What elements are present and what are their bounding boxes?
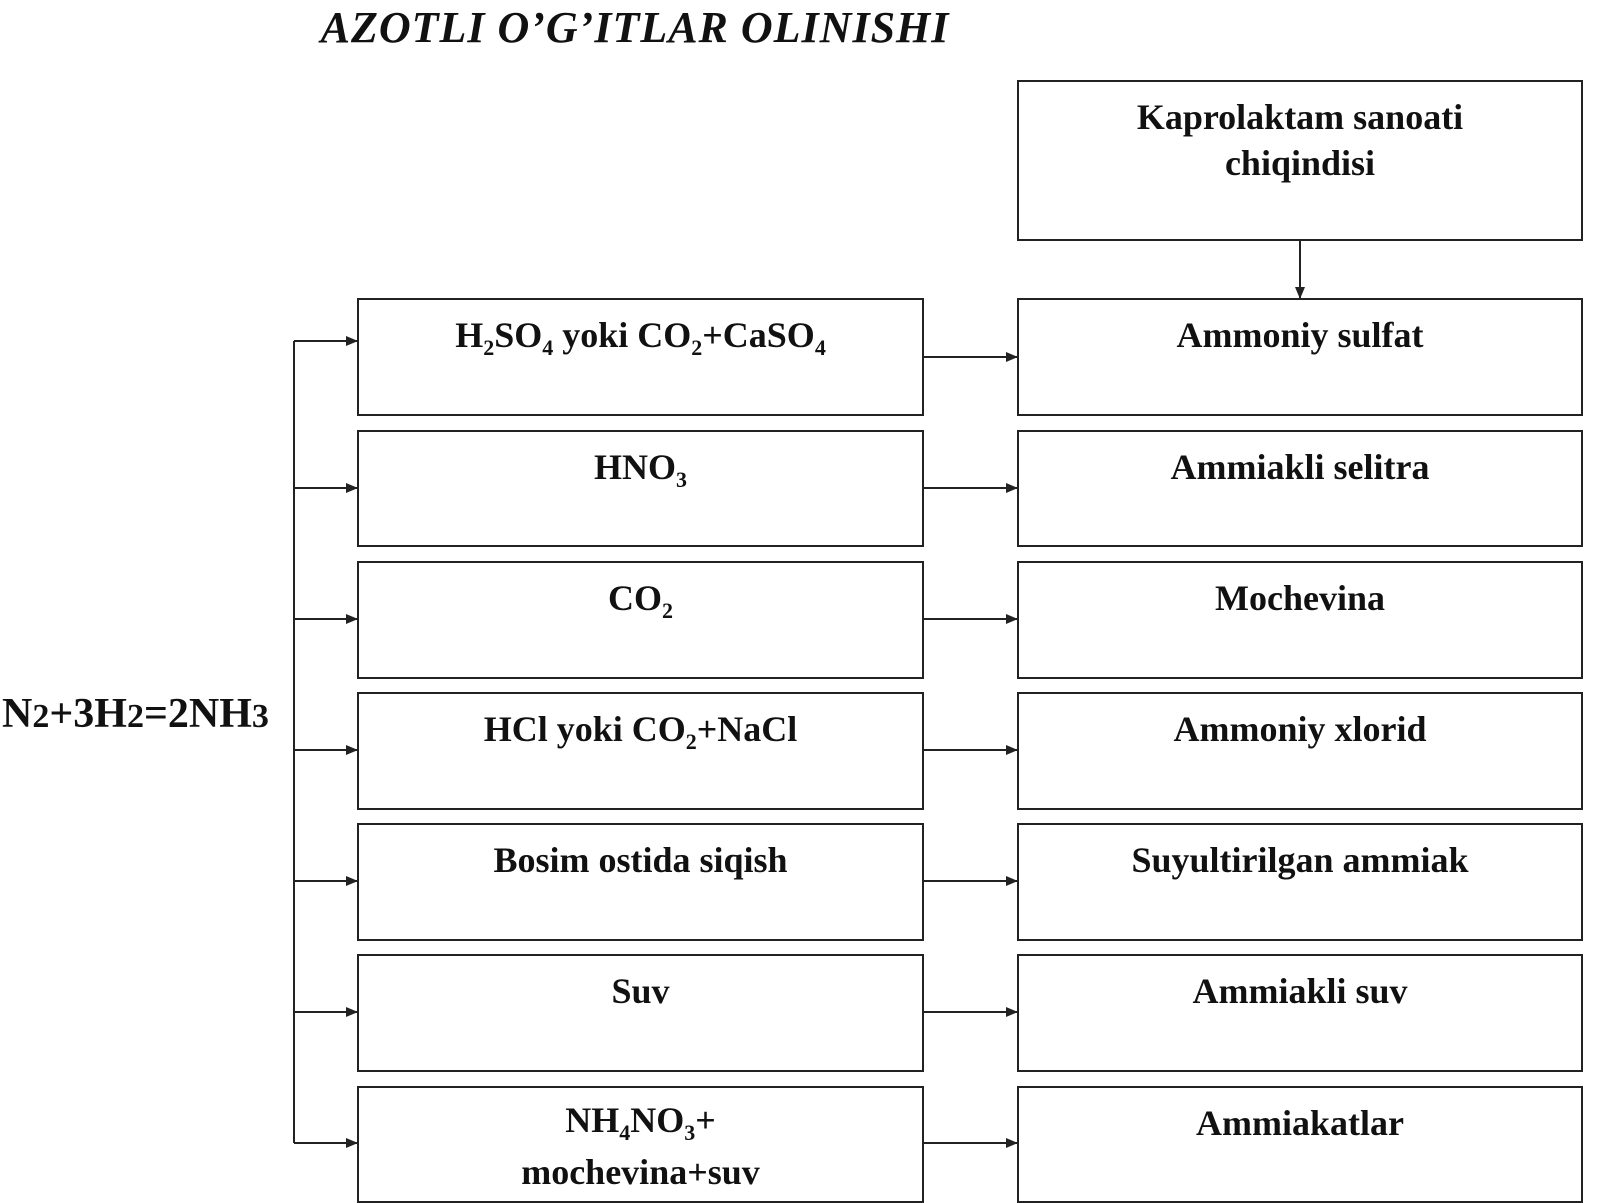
product-box-ammoniy-sulfat: Ammoniy sulfat <box>1017 298 1583 416</box>
product-box-mochevina: Mochevina <box>1017 561 1583 679</box>
diagram-title: AZOTLI O’G’ITLAR OLINISHI <box>320 3 950 52</box>
product-box-ammiakli-suv: Ammiakli suv <box>1017 954 1583 1072</box>
reagent-box-5: Bosim ostida siqish <box>357 823 924 941</box>
source-box-kaprolaktam: Kaprolaktam sanoati chiqindisi <box>1017 80 1583 241</box>
source-box-line-1: Kaprolaktam sanoati <box>1136 97 1464 137</box>
product-box-ammiakatlar: Ammiakatlar <box>1017 1086 1583 1203</box>
reagent-box-7: NH4NO3+ mochevina+suv <box>357 1086 924 1203</box>
reagent-box-6: Suv <box>357 954 924 1072</box>
product-box-ammoniy-xlorid: Ammoniy xlorid <box>1017 692 1583 810</box>
reagent-box-1: H2SO4 yoki CO2+CaSO4 <box>357 298 924 416</box>
reagent-box-4: HCl yoki CO2+NaCl <box>357 692 924 810</box>
source-box-line-2: chiqindisi <box>1224 143 1376 183</box>
reagent-box-7-line-1: NH4NO3+ <box>565 1100 716 1145</box>
reagent-box-2: HNO3 <box>357 430 924 547</box>
reagent-box-7-line-2: mochevina+suv <box>521 1152 760 1192</box>
ammonia-synthesis-equation: N2+3H2=2NH3 <box>2 691 269 737</box>
product-box-ammiakli-selitra: Ammiakli selitra <box>1017 430 1583 547</box>
reagent-box-3: CO2 <box>357 561 924 679</box>
product-box-suyultirilgan-ammiak: Suyultirilgan ammiak <box>1017 823 1583 941</box>
